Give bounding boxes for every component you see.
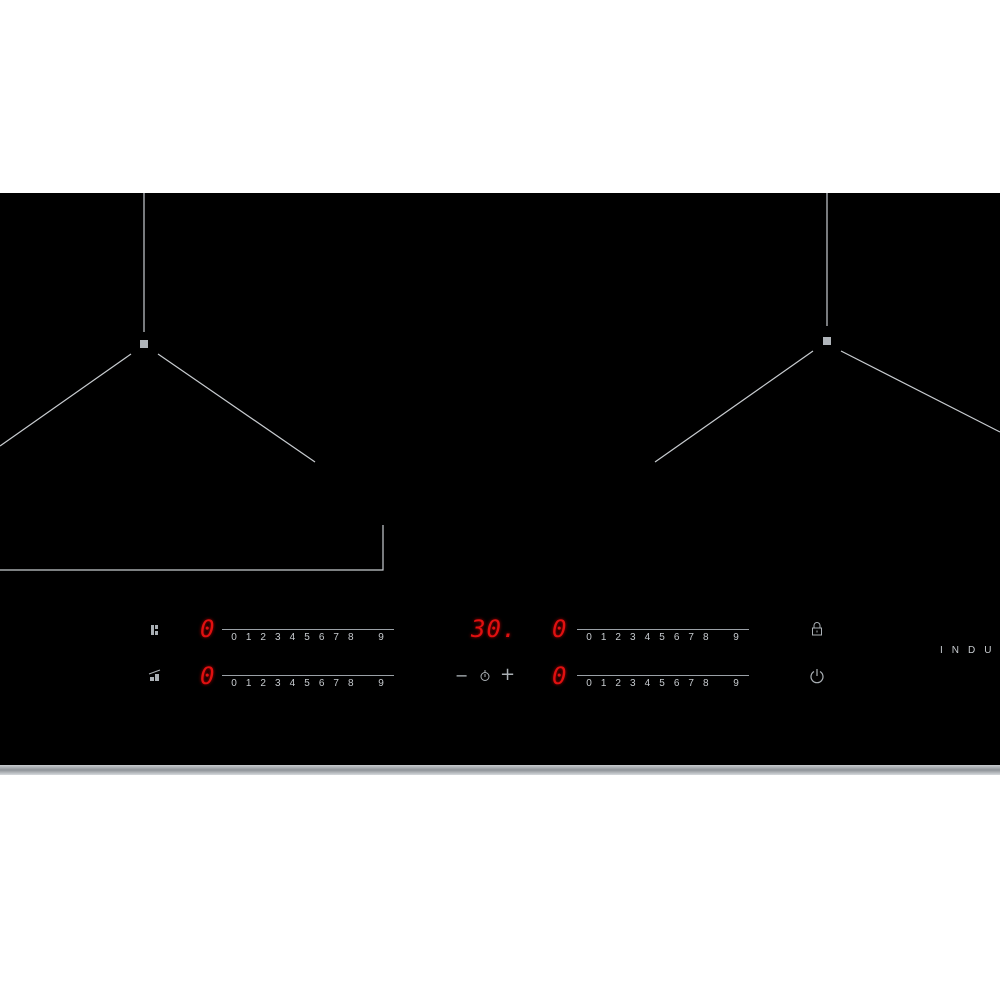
slider-level-4[interactable]: 4	[289, 678, 296, 689]
slider-level-0[interactable]: 0	[231, 632, 237, 643]
slider-level-6[interactable]: 6	[318, 632, 325, 643]
right-zone-line	[840, 350, 1000, 433]
slider-level-8[interactable]: 8	[703, 632, 709, 643]
slider-level-9[interactable]: 9	[378, 678, 384, 689]
slider-level-2[interactable]: 2	[615, 678, 621, 689]
slider-level-1[interactable]: 1	[245, 632, 252, 643]
slider-level-0[interactable]: 0	[586, 678, 592, 689]
timer-minus-button[interactable]: −	[455, 666, 469, 685]
timer-plus-button[interactable]: +	[500, 664, 516, 685]
front-right-level-display: 0	[552, 662, 567, 690]
rear-left-level-display: 0	[200, 615, 215, 643]
power-icon[interactable]	[809, 668, 825, 684]
right-zone-line	[654, 350, 814, 463]
left-zone-line	[0, 353, 132, 447]
slider-level-4[interactable]: 4	[289, 632, 296, 643]
left-zone-marker	[140, 340, 148, 348]
slider-level-0[interactable]: 0	[586, 632, 592, 643]
slider-level-3[interactable]: 3	[630, 678, 636, 689]
cooktop-glass	[0, 193, 1000, 765]
slider-level-7[interactable]: 7	[333, 678, 339, 689]
timer-display: 30.	[471, 615, 518, 643]
slider-level-2[interactable]: 2	[260, 632, 266, 643]
slider-level-3[interactable]: 3	[275, 632, 281, 643]
slider-level-8[interactable]: 8	[703, 678, 709, 689]
right-zone-marker	[823, 337, 831, 345]
slider-level-9[interactable]: 9	[378, 632, 384, 643]
boost-icon[interactable]	[148, 669, 162, 683]
slider-level-3[interactable]: 3	[275, 678, 281, 689]
slider-level-7[interactable]: 7	[688, 632, 694, 643]
lock-icon[interactable]	[810, 621, 824, 637]
slider-level-6[interactable]: 6	[318, 678, 325, 689]
slider-level-5[interactable]: 5	[659, 678, 665, 689]
slider-level-6[interactable]: 6	[673, 632, 680, 643]
slider-level-5[interactable]: 5	[304, 678, 310, 689]
slider-level-1[interactable]: 1	[245, 678, 252, 689]
slider-level-4[interactable]: 4	[644, 678, 651, 689]
slider-level-5[interactable]: 5	[659, 632, 665, 643]
slider-level-7[interactable]: 7	[688, 678, 694, 689]
slider-level-9[interactable]: 9	[733, 678, 739, 689]
front-left-level-display: 0	[200, 662, 215, 690]
slider-level-8[interactable]: 8	[348, 632, 354, 643]
bridge-mode-icon[interactable]	[149, 624, 161, 636]
brand-text: INDUC	[940, 645, 1000, 656]
slider-level-8[interactable]: 8	[348, 678, 354, 689]
slider-level-3[interactable]: 3	[630, 632, 636, 643]
slider-level-7[interactable]: 7	[333, 632, 339, 643]
timer-icon[interactable]	[479, 670, 491, 682]
slider-level-4[interactable]: 4	[644, 632, 651, 643]
slider-level-5[interactable]: 5	[304, 632, 310, 643]
bridge-zone-outline	[0, 525, 384, 571]
slider-level-2[interactable]: 2	[615, 632, 621, 643]
slider-level-6[interactable]: 6	[673, 678, 680, 689]
slider-level-0[interactable]: 0	[231, 678, 237, 689]
left-zone-line	[157, 353, 316, 463]
slider-level-1[interactable]: 1	[600, 632, 607, 643]
rear-right-level-display: 0	[552, 615, 567, 643]
slider-level-1[interactable]: 1	[600, 678, 607, 689]
stainless-trim	[0, 765, 1000, 775]
slider-level-9[interactable]: 9	[733, 632, 739, 643]
slider-level-2[interactable]: 2	[260, 678, 266, 689]
